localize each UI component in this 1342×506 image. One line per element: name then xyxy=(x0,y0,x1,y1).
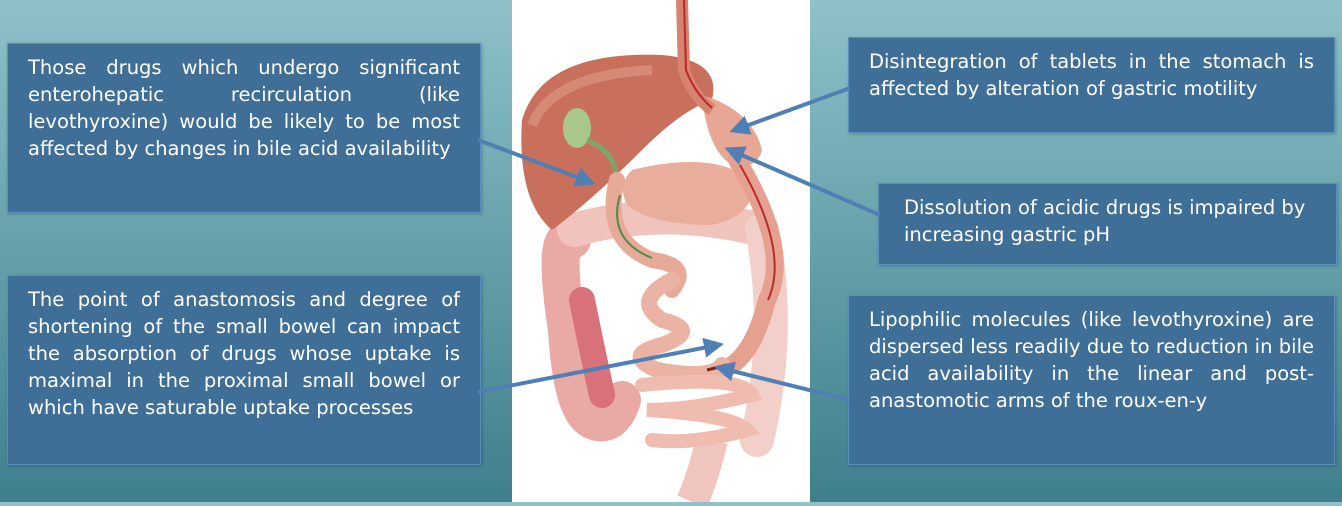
callout-disintegration-text: Disintegration of tablets in the stomach… xyxy=(869,50,1314,100)
common-channel xyxy=(642,382,752,442)
callout-anastomosis: The point of anastomosis and degree of s… xyxy=(7,275,481,465)
callout-disintegration: Disintegration of tablets in the stomach… xyxy=(848,37,1335,133)
callout-anastomosis-text: The point of anastomosis and degree of s… xyxy=(28,288,460,419)
callout-lipophilic: Lipophilic molecules (like levothyroxine… xyxy=(848,295,1335,465)
anatomy-illustration xyxy=(512,0,810,502)
callout-enterohepatic: Those drugs which undergo significant en… xyxy=(7,43,481,213)
small-bowel xyxy=(641,280,722,374)
callout-lipophilic-text: Lipophilic molecules (like levothyroxine… xyxy=(869,308,1314,412)
callout-dissolution-text: Dissolution of acidic drugs is impaired … xyxy=(904,196,1305,246)
rectum xyxy=(692,440,712,502)
digestive-system-drawing xyxy=(512,0,810,502)
callout-enterohepatic-text: Those drugs which undergo significant en… xyxy=(28,56,460,160)
callout-dissolution: Dissolution of acidic drugs is impaired … xyxy=(878,183,1337,265)
